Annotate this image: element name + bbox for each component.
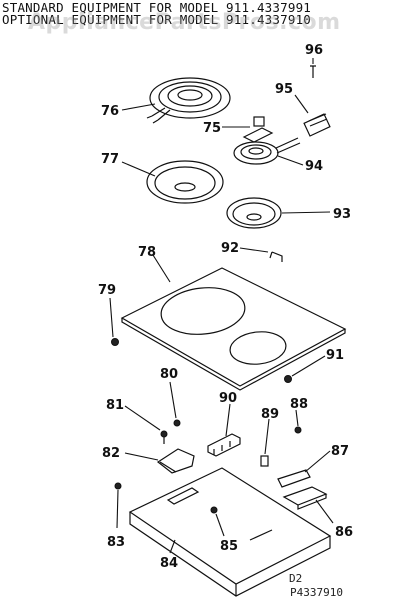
part-82-bracket[interactable] (156, 448, 195, 474)
label-79: 79 (98, 283, 116, 298)
part-85-screw[interactable] (210, 506, 218, 514)
part-96-screw[interactable] (310, 65, 316, 78)
part-80-screw[interactable] (173, 419, 181, 427)
leader-lines (109, 58, 334, 554)
label-76: 76 (101, 104, 119, 119)
part-87-plate[interactable] (277, 469, 311, 488)
label-80: 80 (160, 367, 178, 382)
label-78: 78 (138, 245, 156, 260)
label-91: 91 (326, 348, 344, 363)
part-83-screw[interactable] (114, 482, 122, 490)
label-92: 92 (221, 241, 239, 256)
watermark: AppliancePartsPros.com (28, 10, 341, 35)
label-87: 87 (331, 444, 349, 459)
label-94: 94 (305, 159, 323, 174)
label-77: 77 (101, 152, 119, 167)
part-93-drip-bowl-small[interactable] (226, 197, 282, 229)
part-84-burner-box[interactable] (128, 467, 332, 597)
part-89-spacer[interactable] (260, 455, 269, 467)
part-81-screw[interactable] (160, 430, 168, 444)
part-78-cooktop-glass[interactable] (120, 267, 347, 391)
part-95-terminal-block[interactable] (303, 113, 331, 137)
label-82: 82 (102, 446, 120, 461)
part-75-receptacle[interactable] (242, 116, 274, 143)
label-90: 90 (219, 391, 237, 406)
header-line-optional: OPTIONAL EQUIPMENT FOR MODEL 911.4337910 (2, 12, 312, 27)
label-84: 84 (160, 556, 178, 571)
label-93: 93 (333, 207, 351, 222)
label-95: 95 (275, 82, 293, 97)
header-line-standard: STANDARD EQUIPMENT FOR MODEL 911.4337991 (2, 0, 312, 15)
part-76-coil-element[interactable] (146, 77, 231, 124)
label-89: 89 (261, 407, 279, 422)
footer-code: D2 (289, 572, 302, 585)
label-81: 81 (106, 398, 124, 413)
part-91-screw[interactable] (284, 375, 292, 383)
part-90-terminal-block[interactable] (207, 433, 241, 457)
part-92-clip[interactable] (269, 251, 283, 262)
label-96: 96 (305, 43, 323, 58)
part-77-drip-bowl-large[interactable] (146, 160, 224, 204)
label-85: 85 (220, 539, 238, 554)
label-75: 75 (203, 121, 221, 136)
part-88-screw[interactable] (294, 426, 302, 434)
label-83: 83 (107, 535, 125, 550)
label-88: 88 (290, 397, 308, 412)
part-86-switch-bracket[interactable] (282, 486, 328, 510)
label-86: 86 (335, 525, 353, 540)
part-79-screw[interactable] (111, 338, 119, 346)
drawing-number: P4337910 (290, 586, 343, 599)
part-94-small-coil-element[interactable] (233, 137, 301, 165)
